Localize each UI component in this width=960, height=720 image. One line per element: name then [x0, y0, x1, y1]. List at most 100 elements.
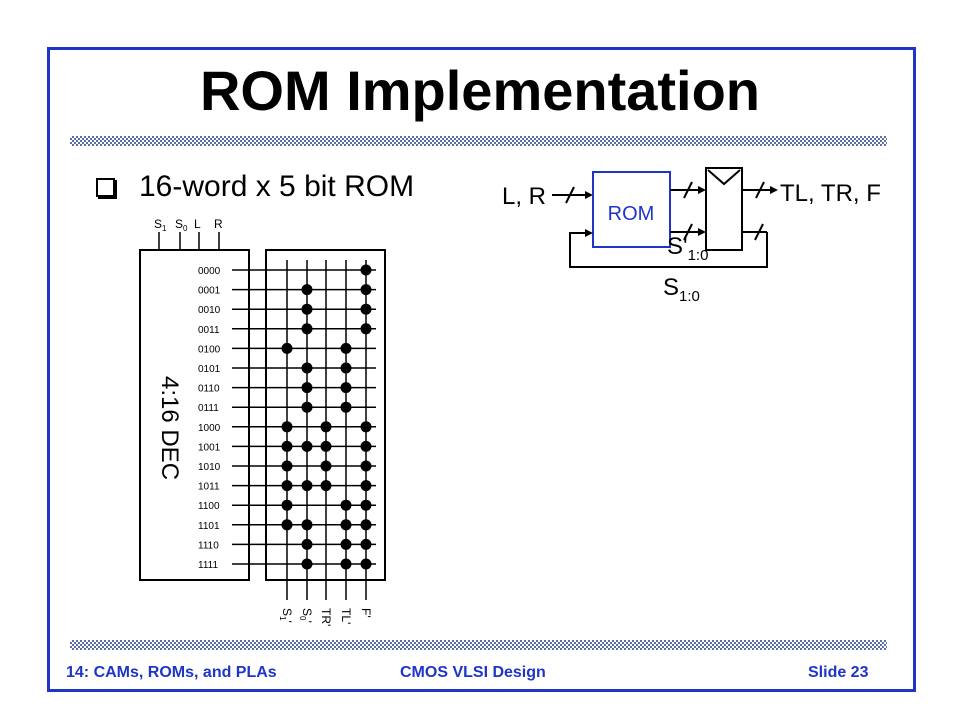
word-label: 0110: [198, 384, 220, 395]
word-label: 1111: [198, 560, 218, 571]
transistor-dot: [301, 362, 313, 374]
word-label: 0101: [198, 364, 221, 375]
next-state-label: S'1:0: [667, 233, 708, 264]
bottom-hatch-divider: [70, 640, 887, 650]
state-label: S1:0: [663, 274, 700, 305]
transistor-dot: [360, 323, 372, 335]
footer-chapter: 14: CAMs, ROMs, and PLAs: [66, 664, 277, 681]
transistor-dot: [320, 421, 332, 433]
feedback-bus-slash: [754, 223, 764, 241]
transistor-dot: [281, 440, 293, 452]
state-register: [705, 167, 743, 251]
slide-frame: [47, 47, 916, 692]
input-bus-slash: [565, 186, 575, 204]
transistor-dot: [360, 480, 372, 492]
transistor-dot: [301, 303, 313, 315]
output-bus-slash: [755, 181, 765, 199]
transistor-dot: [281, 480, 293, 492]
transistor-dot: [301, 401, 313, 413]
word-label: 0111: [198, 403, 219, 414]
word-label: 0011: [198, 325, 220, 336]
decoder-box: [139, 249, 250, 581]
transistor-dot: [360, 538, 372, 550]
bullet-item: 16-word x 5 bit ROM: [96, 170, 414, 204]
transistor-dot: [360, 558, 372, 570]
word-label: 1101: [198, 521, 220, 532]
transistor-dot: [281, 519, 293, 531]
transistor-dot: [301, 440, 313, 452]
word-label: 1000: [198, 423, 221, 434]
word-label: 1010: [198, 462, 221, 473]
transistor-dot: [281, 499, 293, 511]
transistor-dot: [301, 558, 313, 570]
transistor-dot: [301, 284, 313, 296]
decoder-label: 4:16 DEC: [156, 376, 183, 480]
transistor-dot: [340, 362, 352, 374]
block-diagram: L, R ROM TL, TR, F S'1:0 S1:0: [502, 167, 881, 305]
transistor-dot: [281, 421, 293, 433]
transistor-dot: [340, 401, 352, 413]
next-state-arrow-icon: [698, 228, 706, 236]
transistor-dot: [320, 460, 332, 472]
word-label: 1100: [198, 501, 220, 512]
rom-box-label: ROM: [608, 203, 655, 225]
input-arrow-icon: [585, 191, 593, 199]
slide-title: ROM Implementation: [199, 59, 761, 122]
transistor-dot: [360, 519, 372, 531]
output-arrow-icon: [770, 186, 778, 194]
transistor-dot: [340, 558, 352, 570]
transistor-dot: [320, 480, 332, 492]
transistor-dot: [320, 440, 332, 452]
transistor-dot: [301, 382, 313, 394]
transistor-dot: [301, 323, 313, 335]
rom-array: S1'S0'TR'TL'F': [232, 249, 386, 626]
transistor-dot: [360, 440, 372, 452]
word-label: 0010: [198, 305, 221, 316]
output-label: TL, TR, F: [780, 180, 881, 207]
rom-output-label: S0': [298, 608, 314, 623]
footer-course: CMOS VLSI Design: [400, 664, 546, 681]
transistor-dot: [360, 303, 372, 315]
transistor-dot: [360, 460, 372, 472]
rom-output-slash: [683, 181, 693, 199]
transistor-dot: [281, 460, 293, 472]
transistor-dot: [340, 342, 352, 354]
feedback-wire: [569, 232, 768, 268]
word-label: 1001: [198, 442, 221, 453]
word-label: 0001: [198, 286, 221, 297]
footer-slide-number: Slide 23: [808, 664, 869, 681]
rom-output-label: S1': [278, 608, 294, 623]
decoder-input-label: S1: [154, 217, 167, 233]
decoder-input-label: L: [194, 217, 201, 231]
transistor-dot: [360, 284, 372, 296]
top-hatch-divider: [70, 136, 887, 146]
transistor-dot: [301, 538, 313, 550]
word-label: 1011: [198, 482, 220, 493]
transistor-dot: [281, 342, 293, 354]
feedback-arrow-icon: [585, 229, 593, 237]
word-label: 0100: [198, 344, 221, 355]
clock-triangle-icon: [707, 169, 741, 186]
bullet-text: 16-word x 5 bit ROM: [139, 170, 415, 203]
word-label: 0000: [198, 266, 221, 277]
transistor-dot: [340, 519, 352, 531]
rom-output-arrow-icon: [698, 186, 706, 194]
square-bullet-icon: [96, 177, 115, 197]
rom-output-label: TL': [339, 608, 353, 624]
transistor-dot: [360, 499, 372, 511]
transistor-dot: [340, 538, 352, 550]
decoder-input-label: R: [214, 217, 223, 231]
rom-box: [592, 171, 671, 248]
transistor-dot: [360, 264, 372, 276]
word-label: 1110: [198, 540, 219, 551]
next-state-slash: [683, 223, 693, 241]
transistor-dot: [301, 519, 313, 531]
transistor-dot: [340, 499, 352, 511]
transistor-dot: [340, 382, 352, 394]
input-label: L, R: [502, 183, 546, 210]
transistor-dot: [301, 480, 313, 492]
decoder-input-label: S0: [175, 217, 188, 233]
rom-output-label: TR': [319, 608, 333, 626]
